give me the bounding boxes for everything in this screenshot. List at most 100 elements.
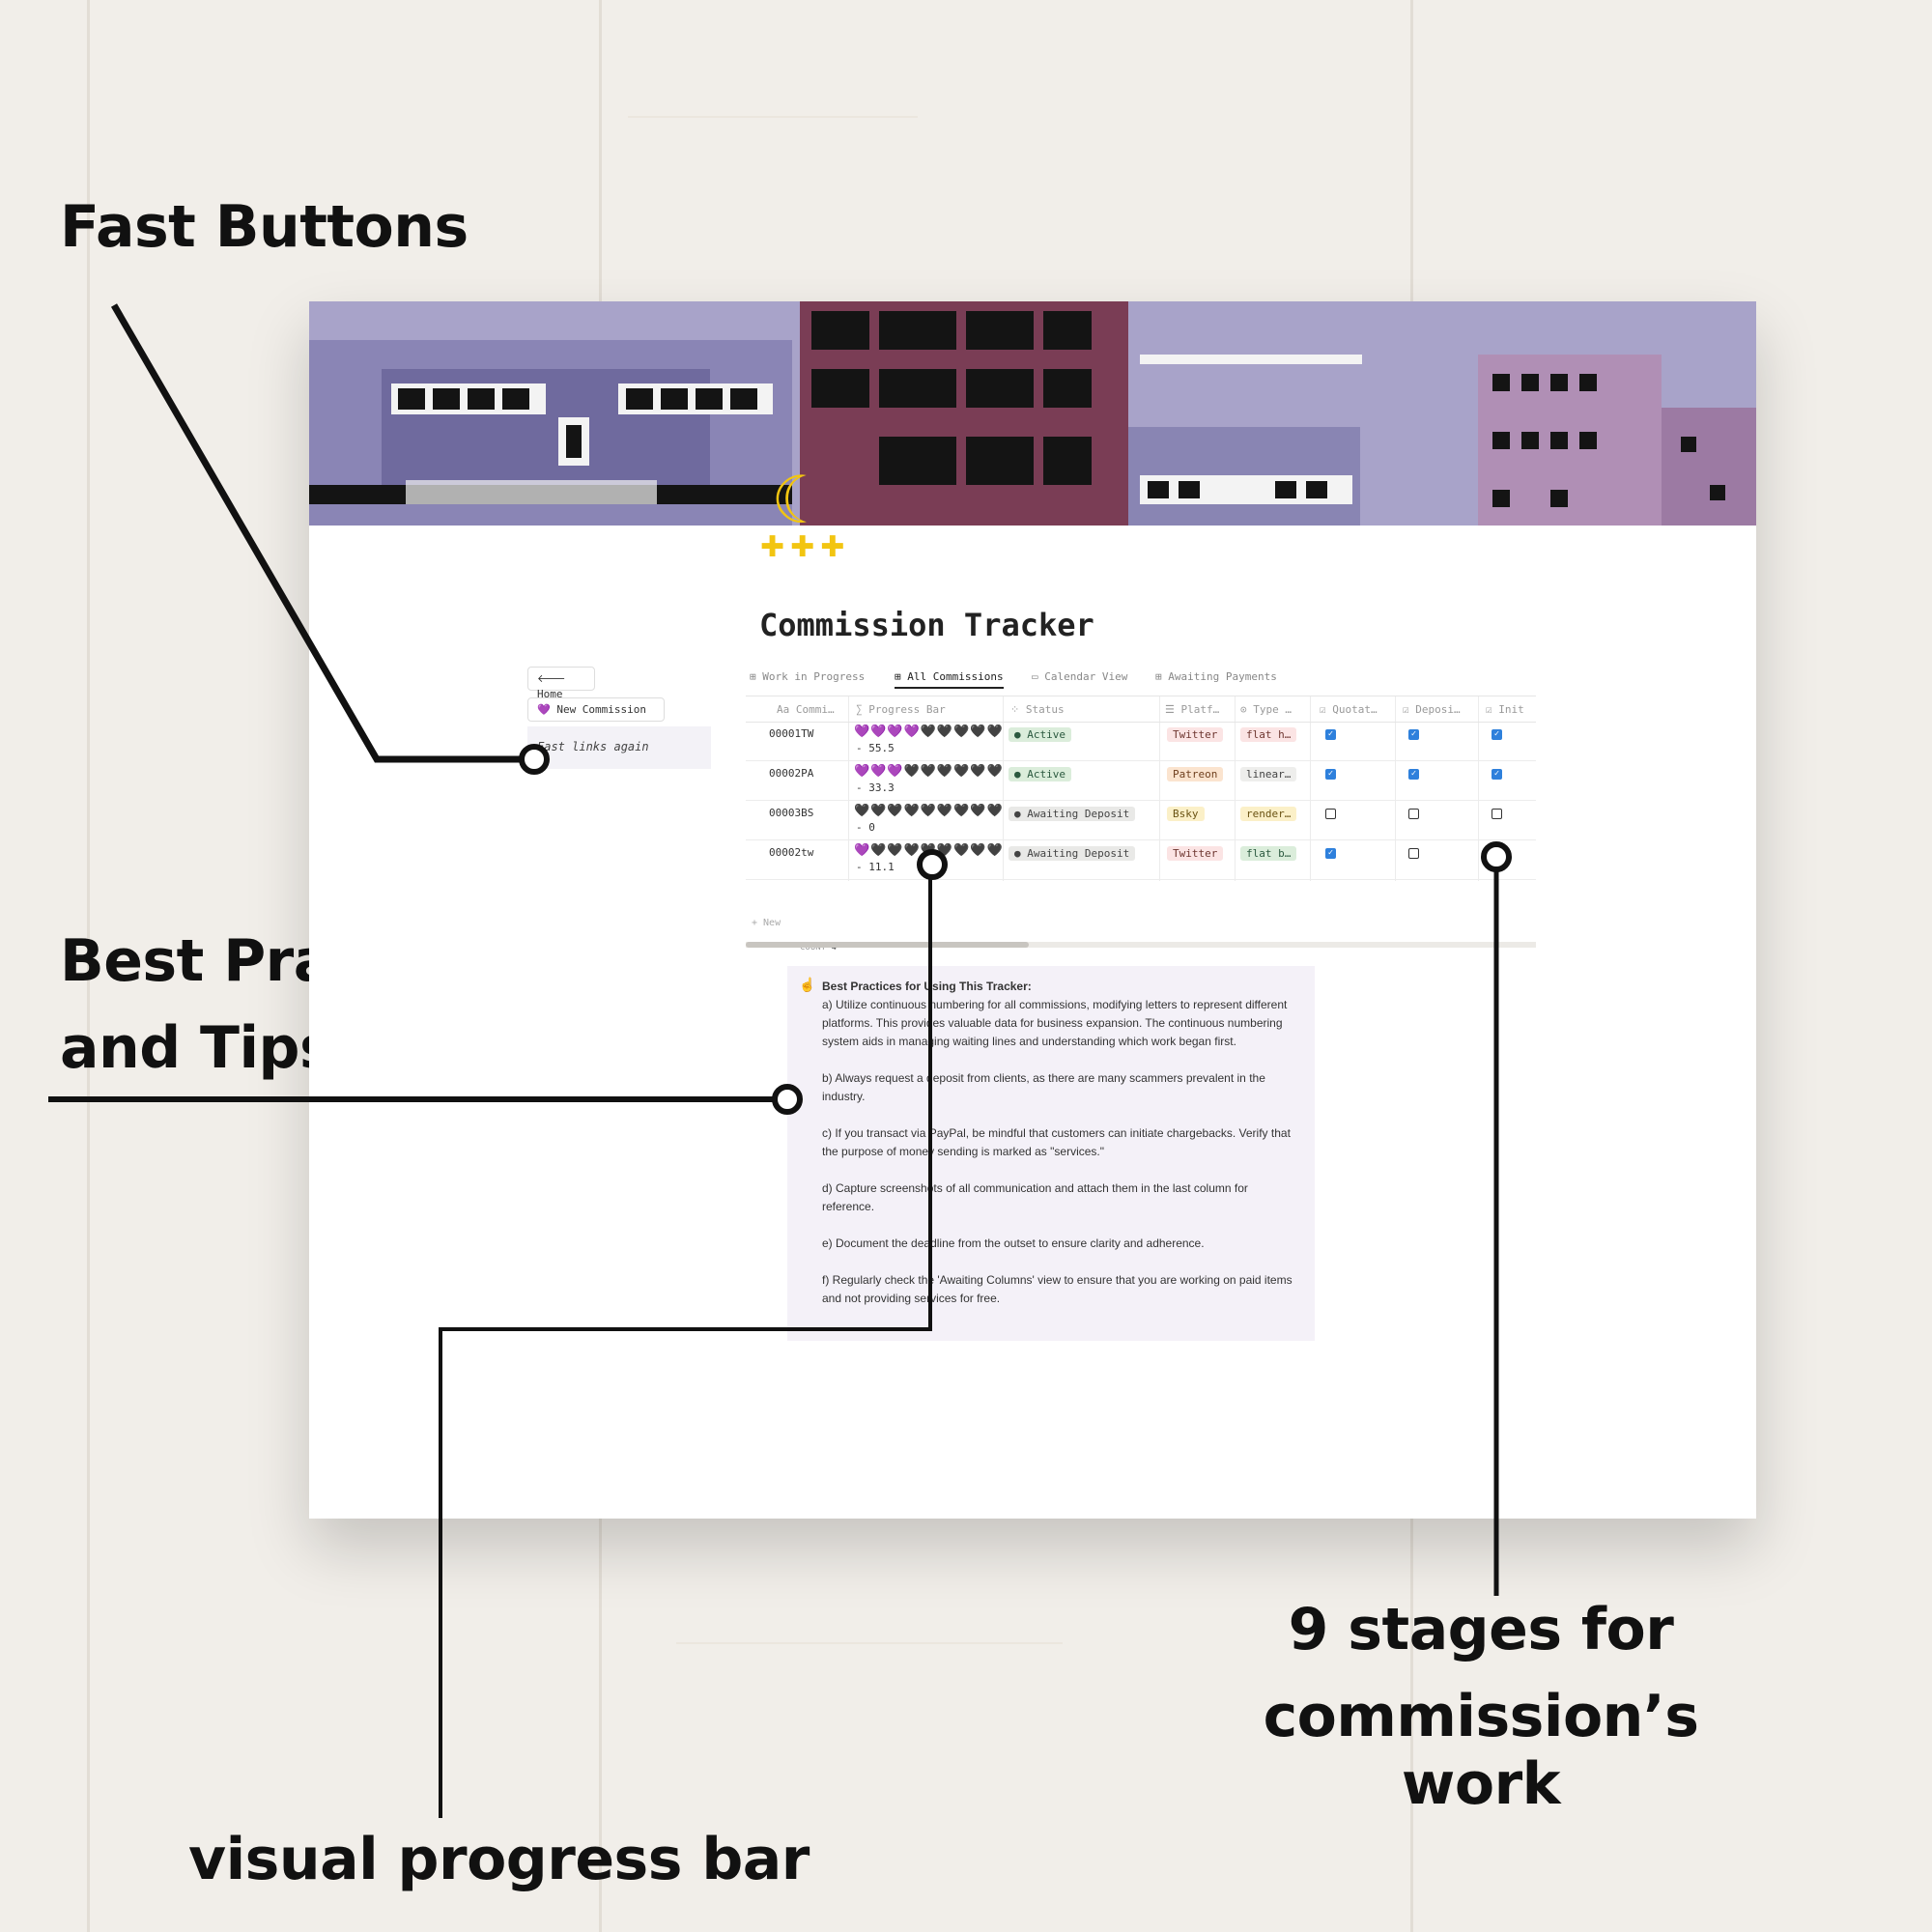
- pointing-finger-icon: ☝: [799, 977, 816, 992]
- column-divider: [1478, 696, 1479, 881]
- sparkle-icon: ✚✚✚: [760, 531, 851, 563]
- platform-tag[interactable]: Twitter: [1167, 846, 1224, 861]
- deposit-checkbox[interactable]: [1408, 848, 1419, 859]
- progress-value: - 55.5: [856, 742, 895, 754]
- status-badge[interactable]: ● Awaiting Deposit: [1009, 846, 1136, 861]
- best-practices-callout: ☝ Best Practices for Using This Tracker:…: [787, 966, 1315, 1341]
- status-label: Active: [1027, 728, 1065, 741]
- type-tag[interactable]: flat h…: [1240, 727, 1297, 742]
- count-footer: COUNT 4: [800, 943, 837, 952]
- count-label: COUNT: [800, 943, 827, 952]
- tab-all-commissions[interactable]: ⊞ All Commissions: [895, 670, 1004, 689]
- progress-hearts: 🖤🖤🖤🖤🖤🖤🖤🖤🖤: [854, 804, 1004, 818]
- annotation-stages-line1: 9 stages for: [1288, 1596, 1674, 1663]
- status-badge[interactable]: ● Active: [1009, 767, 1071, 781]
- status-badge[interactable]: ● Active: [1009, 727, 1071, 742]
- progress-value: - 11.1: [856, 861, 895, 873]
- commission-id[interactable]: 00003BS: [769, 807, 814, 819]
- deposit-checkbox[interactable]: ✓: [1408, 769, 1419, 780]
- tab-work-in-progress[interactable]: ⊞ Work in Progress: [750, 670, 866, 683]
- horizontal-scrollbar[interactable]: [746, 942, 1536, 948]
- type-tag[interactable]: flat b…: [1240, 846, 1297, 861]
- type-tag[interactable]: linear…: [1240, 767, 1297, 781]
- home-button[interactable]: 🡐 Home: [527, 667, 595, 700]
- page-title: Commission Tracker: [759, 607, 1094, 643]
- quotation-checkbox[interactable]: [1325, 809, 1336, 819]
- initial-checkbox[interactable]: ✓: [1492, 729, 1502, 740]
- tip-item: c) If you transact via PayPal, be mindfu…: [822, 1126, 1291, 1158]
- notion-page-screenshot: ☾ ✚✚✚ Commission Tracker 🡐 Home 💜 New Co…: [309, 301, 1756, 1519]
- wood-grain: [676, 1642, 1063, 1644]
- status-label: Awaiting Deposit: [1027, 847, 1130, 860]
- column-header-deposit[interactable]: ☑ Deposi…: [1403, 703, 1461, 716]
- cover-banner: [309, 301, 1756, 526]
- stages-marker: [1481, 841, 1512, 872]
- progress-hearts: 💜💜💜💜🖤🖤🖤🖤🖤: [854, 724, 1004, 739]
- tip-item: e) Document the deadline from the outset…: [822, 1236, 1205, 1250]
- quotation-checkbox[interactable]: ✓: [1325, 848, 1336, 859]
- wood-grain: [628, 116, 918, 118]
- fast-buttons-marker: [519, 744, 550, 775]
- progress-bar-marker: [917, 849, 948, 880]
- annotation-progress-bar: visual progress bar: [188, 1826, 810, 1893]
- deposit-checkbox[interactable]: [1408, 809, 1419, 819]
- column-divider: [1310, 696, 1311, 881]
- column-divider: [848, 696, 849, 881]
- fast-links-callout: Fast links again: [527, 726, 711, 769]
- table-row[interactable]: 00001TW 💜💜💜💜🖤🖤🖤🖤🖤 - 55.5 ● Active Twitte…: [746, 721, 1536, 761]
- initial-checkbox[interactable]: ✓: [1492, 769, 1502, 780]
- progress-hearts: 💜💜💜🖤🖤🖤🖤🖤🖤: [854, 764, 1004, 779]
- best-practices-marker: [772, 1084, 803, 1115]
- tips-title: Best Practices for Using This Tracker:: [822, 980, 1032, 993]
- status-label: Active: [1027, 768, 1065, 781]
- platform-tag[interactable]: Bsky: [1167, 807, 1205, 821]
- tip-item: f) Regularly check the 'Awaiting Columns…: [822, 1273, 1293, 1305]
- status-badge[interactable]: ● Awaiting Deposit: [1009, 807, 1136, 821]
- quotation-checkbox[interactable]: ✓: [1325, 729, 1336, 740]
- tab-awaiting-payments[interactable]: ⊞ Awaiting Payments: [1155, 670, 1277, 683]
- fast-buttons-connector: [110, 303, 534, 763]
- commission-id[interactable]: 00001TW: [769, 727, 814, 740]
- count-value: 4: [831, 943, 837, 952]
- fast-links-label: Fast links again: [537, 740, 649, 753]
- column-divider: [1235, 696, 1236, 881]
- plank-divider: [87, 0, 90, 1932]
- tip-item: a) Utilize continuous numbering for all …: [822, 998, 1288, 1048]
- column-divider: [1395, 696, 1396, 881]
- progress-bar-connector: [439, 865, 932, 1818]
- type-tag[interactable]: render…: [1240, 807, 1297, 821]
- tip-item: b) Always request a deposit from clients…: [822, 1071, 1265, 1103]
- annotation-stages-line2: commission’s work: [1263, 1683, 1699, 1818]
- new-row-button[interactable]: + New: [752, 918, 781, 928]
- column-header-quotation[interactable]: ☑ Quotat…: [1320, 703, 1378, 716]
- column-header-initial[interactable]: ☑ Init: [1486, 703, 1524, 716]
- column-header-platform[interactable]: ☰ Platf…: [1165, 703, 1220, 716]
- column-header-commission[interactable]: Aa Commi…: [777, 703, 835, 716]
- scrollbar-thumb[interactable]: [746, 942, 1029, 948]
- annotation-and-tips: and Tips: [60, 1014, 334, 1082]
- deposit-checkbox[interactable]: ✓: [1408, 729, 1419, 740]
- status-label: Awaiting Deposit: [1027, 808, 1130, 820]
- column-header-status[interactable]: ⁘ Status: [1010, 703, 1065, 716]
- table-row[interactable]: 00003BS 🖤🖤🖤🖤🖤🖤🖤🖤🖤 - 0 ● Awaiting Deposit…: [746, 800, 1536, 840]
- initial-checkbox[interactable]: [1492, 809, 1502, 819]
- new-commission-button[interactable]: 💜 New Commission: [527, 697, 665, 722]
- platform-tag[interactable]: Patreon: [1167, 767, 1224, 781]
- column-header-progress-bar[interactable]: ∑ Progress Bar: [856, 703, 946, 716]
- progress-value: - 0: [856, 821, 875, 834]
- table-row[interactable]: 00002PA 💜💜💜🖤🖤🖤🖤🖤🖤 - 33.3 ● Active Patreo…: [746, 760, 1536, 801]
- commission-id[interactable]: 00002tw: [769, 846, 814, 859]
- crescent-moon-icon: ☾: [771, 464, 830, 537]
- quotation-checkbox[interactable]: ✓: [1325, 769, 1336, 780]
- column-header-type[interactable]: ⊙ Type …: [1240, 703, 1292, 716]
- annotation-fast-buttons: Fast Buttons: [60, 193, 469, 261]
- platform-tag[interactable]: Twitter: [1167, 727, 1224, 742]
- commission-id[interactable]: 00002PA: [769, 767, 814, 780]
- progress-value: - 33.3: [856, 781, 895, 794]
- table-header: Aa Commi… ∑ Progress Bar ⁘ Status ☰ Plat…: [746, 696, 1536, 723]
- table-row[interactable]: 00002tw 💜🖤🖤🖤🖤🖤🖤🖤🖤 - 11.1 ● Awaiting Depo…: [746, 839, 1536, 880]
- column-divider: [1159, 696, 1160, 881]
- tab-calendar-view[interactable]: ▭ Calendar View: [1032, 670, 1128, 683]
- column-divider: [1003, 696, 1004, 881]
